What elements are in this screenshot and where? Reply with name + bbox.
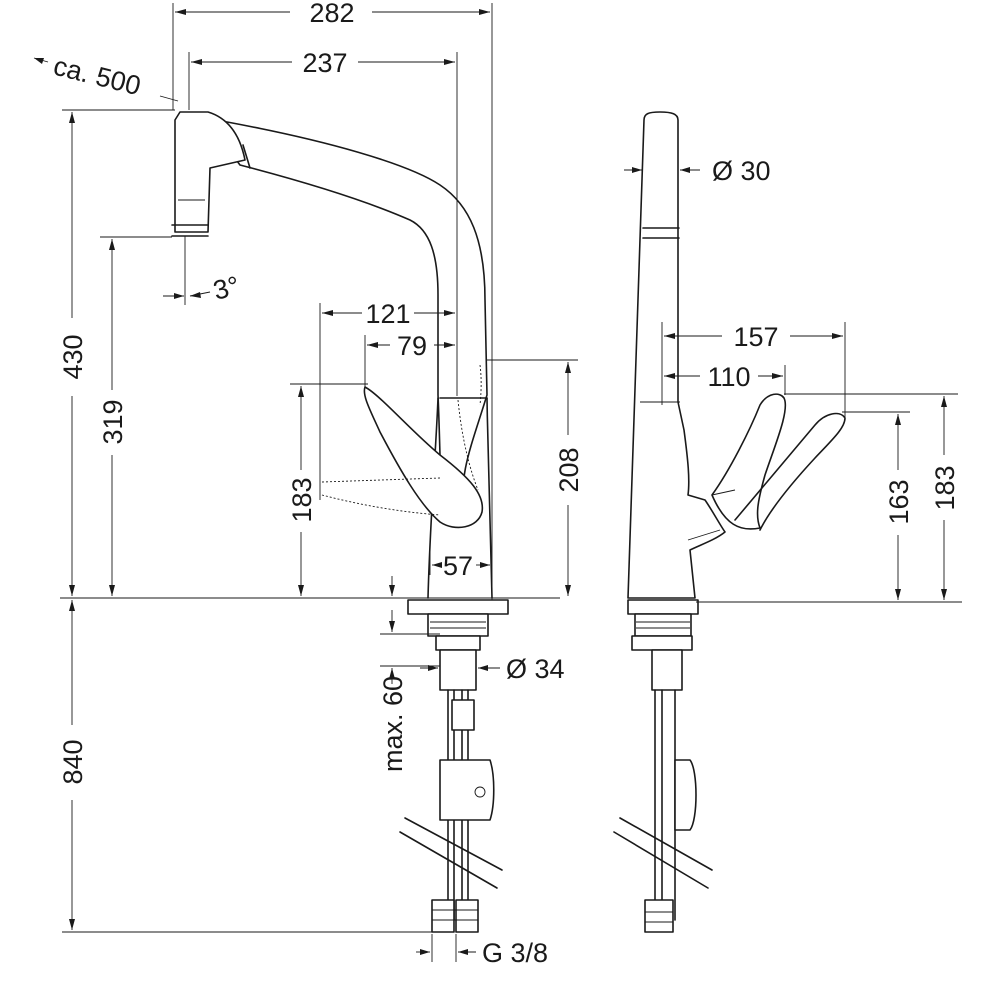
side-hose-weight [674,759,697,831]
side-hose-fitting [644,899,674,933]
side-dimensions: Ø 30 157 110 163 183 [624,156,962,603]
hose-fitting-left [431,899,455,933]
lever-handle [363,386,484,529]
dim-237-label: 237 [302,48,347,78]
hose-fitting-right [455,899,479,933]
dim-110-label: 110 [707,362,750,392]
dim-57-label: 57 [443,551,473,581]
dim-208-label: 208 [554,447,584,492]
dim-g38-label: G 3/8 [482,938,548,968]
front-dimensions: 282 237 ca. 500 430 319 3 [33,0,584,968]
base-plate [407,599,509,615]
dim-157-label: 157 [733,322,778,352]
side-lever-handle [711,393,787,530]
dim-319-label: 319 [98,399,128,444]
dim-163-label: 163 [884,479,914,524]
dim-d30-label: Ø 30 [712,156,771,186]
dim-ca500-label: ca. 500 [51,51,144,102]
spray-head [174,111,246,233]
dim-183-side-label: 183 [930,465,960,510]
side-view [613,111,846,933]
front-view [171,111,509,933]
side-spout-column [627,111,726,599]
dim-d34-label: Ø 34 [506,654,565,684]
dim-79-label: 79 [397,331,427,361]
dim-183-front-label: 183 [287,477,317,522]
dim-282-label: 282 [309,0,354,28]
side-base-plate [627,599,699,615]
dim-3deg-label: 3° [210,270,242,305]
dim-840-label: 840 [58,739,88,784]
dim-max60-label: max. 60 [378,676,408,772]
dim-430-label: 430 [58,334,88,379]
hose-weight [439,759,495,821]
dim-121-label: 121 [365,299,410,329]
